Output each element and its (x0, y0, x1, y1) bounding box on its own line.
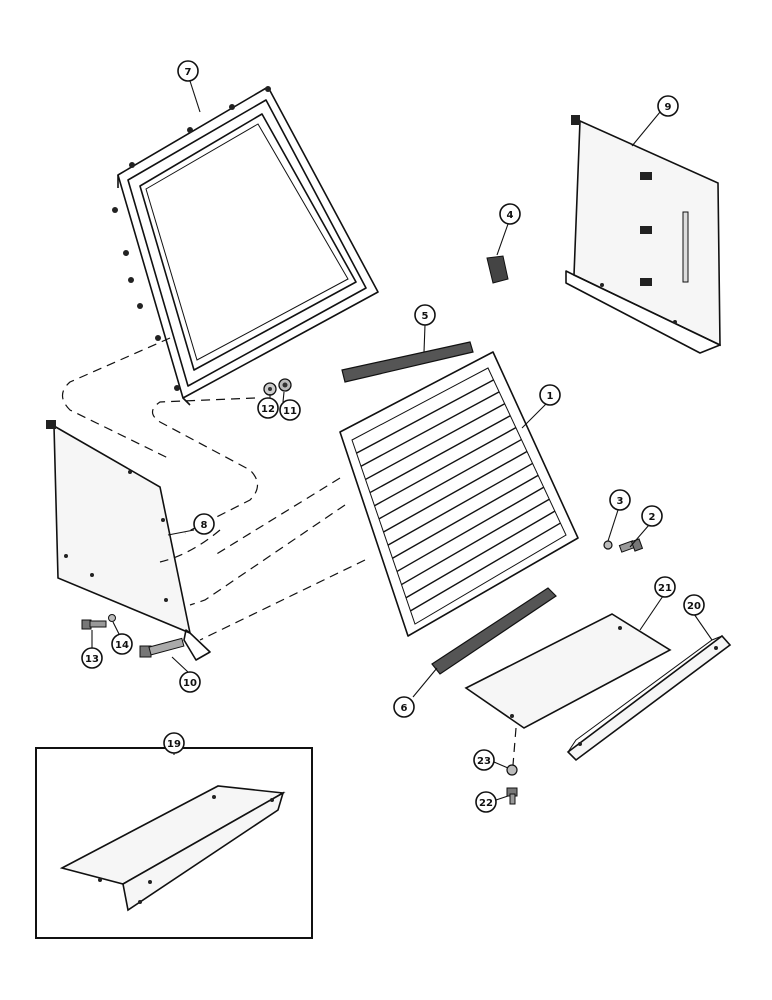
hardware (81, 378, 644, 805)
inset-box-part-19 (35, 747, 313, 939)
side-panel-part-9 (565, 115, 721, 354)
grille-slat (374, 427, 517, 507)
callout-12: 12 (257, 397, 279, 419)
callout-8: 8 (193, 513, 215, 535)
grille-slat (392, 474, 539, 559)
shroud-frame-part-7 (112, 86, 379, 406)
grille-slat (383, 450, 528, 533)
callout-2: 2 (641, 505, 663, 527)
callout-14-label: 14 (115, 640, 129, 651)
angled-plate-part-20 (566, 634, 732, 762)
callout-3: 3 (609, 489, 631, 511)
callout-5-label: 5 (422, 311, 429, 322)
side-panel-part-8 (46, 420, 211, 661)
callout-9: 9 (657, 95, 679, 117)
callout-22: 22 (475, 791, 497, 813)
grille-slat (378, 438, 522, 520)
callout-1-label: 1 (547, 391, 554, 402)
grille-slat (410, 522, 561, 612)
callout-14: 14 (111, 633, 133, 655)
callout-20-label: 20 (687, 601, 701, 612)
callout-6-label: 6 (401, 703, 408, 714)
callout-23: 23 (473, 749, 495, 771)
seal-strip-part-6 (431, 587, 557, 675)
grille-slat (405, 510, 556, 599)
grille-slat (365, 403, 506, 481)
callout-10-label: 10 (183, 678, 197, 689)
grille-slats (356, 379, 561, 612)
callout-13: 13 (81, 647, 103, 669)
grille-part-1 (339, 351, 579, 637)
grille-slat (360, 391, 500, 467)
callout-4-label: 4 (507, 210, 514, 221)
callout-5: 5 (414, 304, 436, 326)
grille-slat (369, 415, 511, 494)
callout-7: 7 (177, 60, 199, 82)
callout-3-label: 3 (617, 496, 624, 507)
callout-13-label: 13 (85, 654, 99, 665)
seal-strip-part-5 (341, 341, 474, 383)
callout-1: 1 (539, 384, 561, 406)
callout-6: 6 (393, 696, 415, 718)
callout-11: 11 (279, 399, 301, 421)
callout-20: 20 (683, 594, 705, 616)
callout-7-label: 7 (185, 67, 192, 78)
callout-21: 21 (654, 576, 676, 598)
callout-19-label: 19 (167, 739, 181, 750)
lower-plate-part-21 (464, 613, 672, 729)
leader-lines (91, 80, 713, 801)
grille-slat (396, 486, 545, 573)
callout-2-label: 2 (649, 512, 656, 523)
grille-slat (356, 379, 494, 454)
callout-8-label: 8 (201, 520, 208, 531)
callout-12-label: 12 (261, 404, 275, 415)
assembly-dashed-lines (61, 337, 517, 766)
callout-9-label: 9 (665, 102, 672, 113)
callout-21-label: 21 (658, 583, 672, 594)
grille-slat (387, 462, 533, 546)
callout-22-label: 22 (479, 798, 493, 809)
callout-11-label: 11 (283, 406, 297, 417)
callout-4: 4 (499, 203, 521, 225)
callout-10: 10 (179, 671, 201, 693)
callout-23-label: 23 (477, 756, 491, 767)
callout-19: 19 (163, 732, 185, 754)
clip-part-4 (486, 255, 509, 284)
grille-slat (401, 498, 550, 586)
